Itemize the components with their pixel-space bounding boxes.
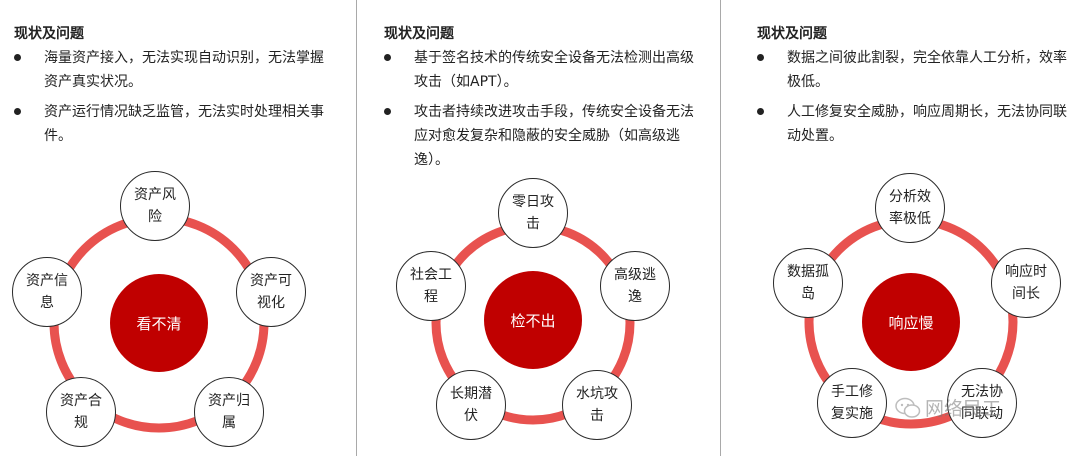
- problem-item: 资产运行情况缺乏监管，无法实时处理相关事件。: [14, 100, 334, 148]
- cycle-node: 分析效率极低: [875, 173, 945, 243]
- cycle-node: 响应时间长: [991, 248, 1061, 318]
- problem-item: 基于签名技术的传统安全设备无法检测出高级攻击（如APT）。: [384, 46, 704, 94]
- panel-heading: 现状及问题: [384, 26, 454, 42]
- core-problem: 检不出: [484, 271, 582, 369]
- cycle-node: 资产可视化: [236, 257, 306, 327]
- cycle-node: 资产风险: [120, 171, 190, 241]
- cycle-node: 手工修复实施: [817, 368, 887, 438]
- panel-heading: 现状及问题: [757, 26, 827, 42]
- cycle-node: 高级逃逸: [600, 251, 670, 321]
- cycle-node: 资产信息: [12, 257, 82, 327]
- bullet-dot-icon: [757, 108, 764, 115]
- problem-item: 海量资产接入，无法实现自动识别，无法掌握资产真实状况。: [14, 46, 334, 94]
- panel-heading: 现状及问题: [14, 26, 84, 42]
- cycle-node: 水坑攻击: [562, 370, 632, 440]
- wechat-icon: [895, 397, 921, 418]
- bullet-dot-icon: [757, 54, 764, 61]
- problem-item: 攻击者持续改进攻击手段，传统安全设备无法应对愈发复杂和隐蔽的安全威胁（如高级逃逸…: [384, 100, 704, 172]
- bullet-dot-icon: [14, 108, 21, 115]
- problem-item: 人工修复安全威胁，响应周期长，无法协同联动处置。: [757, 100, 1077, 148]
- panel-divider: [720, 0, 721, 456]
- watermark: 网络民工: [895, 394, 1001, 421]
- problem-list: 数据之间彼此割裂，完全依靠人工分析，效率极低。 人工修复安全威胁，响应周期长，无…: [757, 46, 1077, 154]
- bullet-dot-icon: [384, 108, 391, 115]
- panel-visibility: 现状及问题 海量资产接入，无法实现自动识别，无法掌握资产真实状况。 资产运行情况…: [0, 0, 360, 456]
- watermark-text: 网络民工: [925, 398, 1002, 420]
- cycle-node: 零日攻击: [498, 178, 568, 248]
- cycle-node: 资产合规: [46, 377, 116, 447]
- cycle-node: 长期潜伏: [436, 370, 506, 440]
- core-problem: 响应慢: [862, 273, 960, 371]
- bullet-dot-icon: [384, 54, 391, 61]
- cycle-node: 数据孤岛: [773, 248, 843, 318]
- problem-list: 海量资产接入，无法实现自动识别，无法掌握资产真实状况。 资产运行情况缺乏监管，无…: [14, 46, 334, 154]
- problem-item: 数据之间彼此割裂，完全依靠人工分析，效率极低。: [757, 46, 1077, 94]
- panel-response: 现状及问题 数据之间彼此割裂，完全依靠人工分析，效率极低。 人工修复安全威胁，响…: [743, 0, 1080, 456]
- core-problem: 看不清: [110, 274, 208, 372]
- cycle-node: 无法协同联动: [947, 368, 1017, 438]
- cycle-node: 社会工程: [396, 251, 466, 321]
- problem-list: 基于签名技术的传统安全设备无法检测出高级攻击（如APT）。 攻击者持续改进攻击手…: [384, 46, 704, 178]
- panel-detection: 现状及问题 基于签名技术的传统安全设备无法检测出高级攻击（如APT）。 攻击者持…: [370, 0, 730, 456]
- cycle-node: 资产归属: [194, 377, 264, 447]
- bullet-dot-icon: [14, 54, 21, 61]
- panel-divider: [356, 0, 357, 456]
